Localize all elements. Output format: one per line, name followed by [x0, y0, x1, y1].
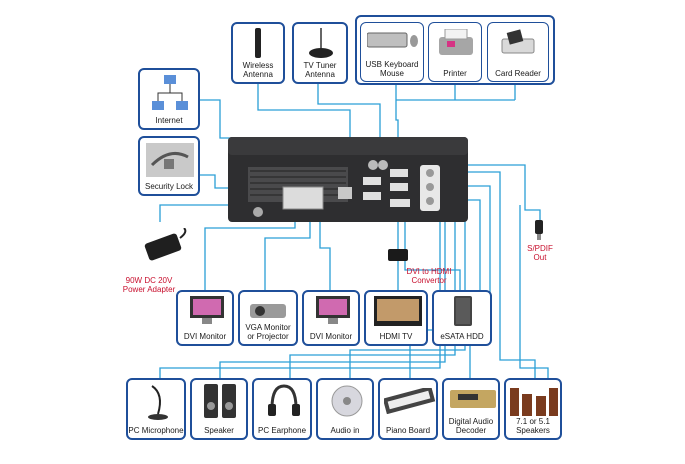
audio-label: Piano Board: [385, 426, 431, 435]
speaker-icon: [204, 384, 236, 418]
headphone-icon: [268, 384, 300, 416]
wireless-antenna-box: Wireless Antenna: [231, 22, 285, 84]
power-adapter-icon: [144, 228, 187, 261]
decoder-icon: [450, 390, 496, 408]
surround-speakers-icon: [510, 388, 558, 416]
display-label: HDMI TV: [379, 332, 413, 341]
usb-keyboard-mouse-label: USB Keyboard Mouse: [365, 60, 419, 78]
spdif-connector-icon: [535, 220, 543, 240]
audio-box-speaker: Speaker: [190, 378, 248, 440]
display-label: DVI Monitor: [183, 332, 227, 341]
mini-pc-chassis: [228, 137, 468, 222]
projector-icon: [250, 304, 286, 318]
audio-box-surround-speakers: 7.1 or 5.1 Speakers: [504, 378, 562, 440]
audio-box-digital-decoder: Digital Audio Decoder: [442, 378, 500, 440]
internet-label: Internet: [155, 116, 183, 125]
internet-box: Internet: [138, 68, 200, 130]
power-adapter-label: 90W DC 20V Power Adapter: [122, 276, 176, 294]
usb-keyboard-mouse-box: USB Keyboard Mouse: [360, 22, 424, 82]
printer-label: Printer: [443, 69, 467, 78]
tv-tuner-antenna-box: TV Tuner Antenna: [292, 22, 348, 84]
network-icon: [152, 75, 188, 110]
dvi-to-hdmi-label: DVI to HDMI Convertor: [406, 267, 452, 285]
wireless-antenna-label: Wireless Antenna: [242, 61, 274, 79]
audio-box-pc-microphone: PC Microphone: [126, 378, 186, 440]
antenna-icon: [255, 28, 261, 58]
keyboard-mouse-icon: [367, 32, 418, 48]
display-box-dvi-monitor-2: DVI Monitor: [302, 290, 360, 346]
tv-tuner-antenna-label: TV Tuner Antenna: [303, 61, 337, 79]
monitor-icon: [190, 296, 224, 324]
audio-box-piano-board: Piano Board: [378, 378, 438, 440]
keyboard-piano-icon: [384, 388, 436, 414]
audio-label: PC Microphone: [128, 426, 184, 435]
hdd-icon: [454, 296, 472, 326]
audio-label: Audio in: [330, 426, 360, 435]
security-lock-label: Security Lock: [144, 182, 194, 191]
audio-label: PC Earphone: [257, 426, 307, 435]
microphone-icon: [148, 385, 168, 420]
monitor-icon: [316, 296, 350, 324]
display-label: eSATA HDD: [440, 332, 484, 341]
display-box-esata-hdd: eSATA HDD: [432, 290, 492, 346]
printer-box: Printer: [428, 22, 482, 82]
audio-label: 7.1 or 5.1 Speakers: [516, 417, 550, 435]
card-reader-label: Card Reader: [495, 69, 541, 78]
cd-player-icon: [331, 385, 363, 417]
lock-icon: [146, 143, 194, 177]
spdif-out-label: S/PDIF Out: [527, 244, 553, 262]
card-reader-icon: [501, 29, 535, 54]
display-label: DVI Monitor: [309, 332, 353, 341]
tv-icon: [374, 296, 422, 326]
card-reader-box: Card Reader: [487, 22, 549, 82]
display-box-hdmi-tv: HDMI TV: [364, 290, 428, 346]
audio-label: Digital Audio Decoder: [448, 417, 494, 435]
audio-box-audio-in: Audio in: [316, 378, 374, 440]
display-label: VGA Monitor or Projector: [245, 323, 291, 341]
display-box-dvi-monitor-1: DVI Monitor: [176, 290, 234, 346]
printer-icon: [439, 29, 473, 55]
tv-antenna-icon: [309, 28, 333, 58]
audio-box-pc-earphone: PC Earphone: [252, 378, 312, 440]
audio-label: Speaker: [204, 426, 234, 435]
display-box-vga-projector: VGA Monitor or Projector: [238, 290, 298, 346]
dvi-hdmi-adapter-icon: [388, 249, 408, 261]
security-lock-box: Security Lock: [138, 136, 200, 196]
